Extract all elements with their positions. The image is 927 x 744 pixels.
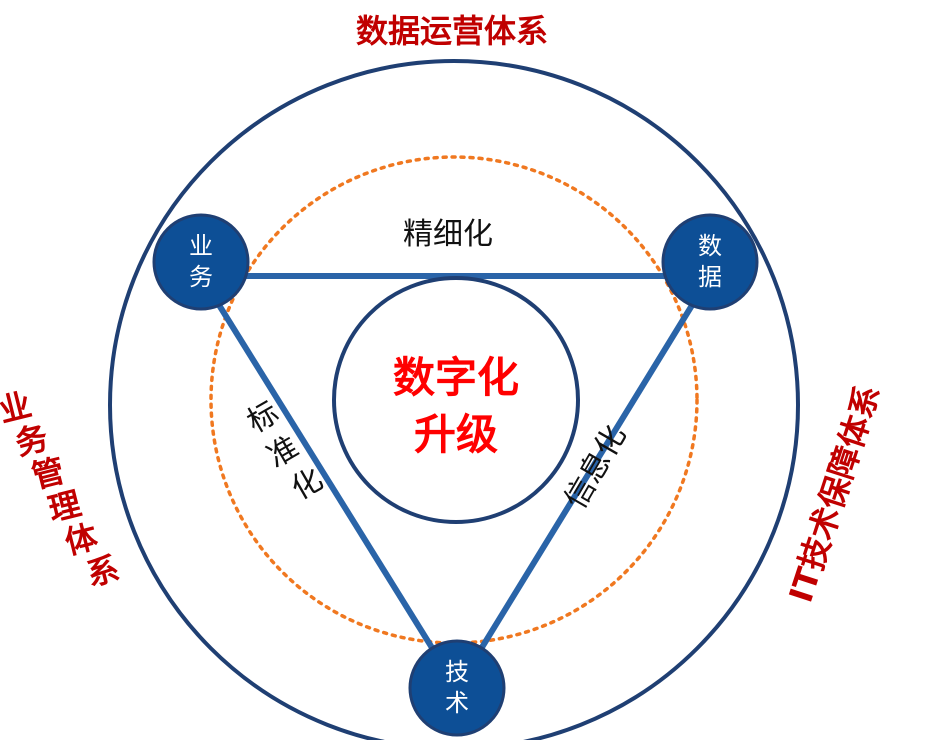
edge-label-left-char1: 标 [241,395,284,440]
center-label-line1: 数字化 [393,353,519,402]
edge-line-left [198,274,460,690]
title-left: 业 务 管 理 体 系 [0,374,123,604]
node-tech-char1: 技 [445,658,469,686]
node-data-circle [661,213,759,311]
node-business-circle [152,213,250,311]
node-tech: 技 术 [408,639,506,737]
outer-ring [108,59,800,744]
edge-label-left: 标 准 化 [241,390,333,509]
center-label-line2: 升级 [414,410,498,459]
node-tech-circle [408,639,506,737]
node-data-char2: 据 [698,263,722,291]
node-tech-char2: 术 [445,689,469,717]
node-business-char1: 业 [189,232,213,260]
edge-line-right [454,274,713,690]
node-business: 业 务 [152,213,250,311]
node-business-char2: 务 [189,263,213,291]
title-top: 数据运营体系 [356,12,548,50]
node-data-char1: 数 [698,232,722,260]
title-left-char6: 系 [83,549,123,594]
edge-label-top: 精细化 [403,217,493,252]
node-data: 数 据 [661,213,759,311]
center-circle [332,276,580,524]
edge-label-left-char2: 准 [261,430,304,475]
